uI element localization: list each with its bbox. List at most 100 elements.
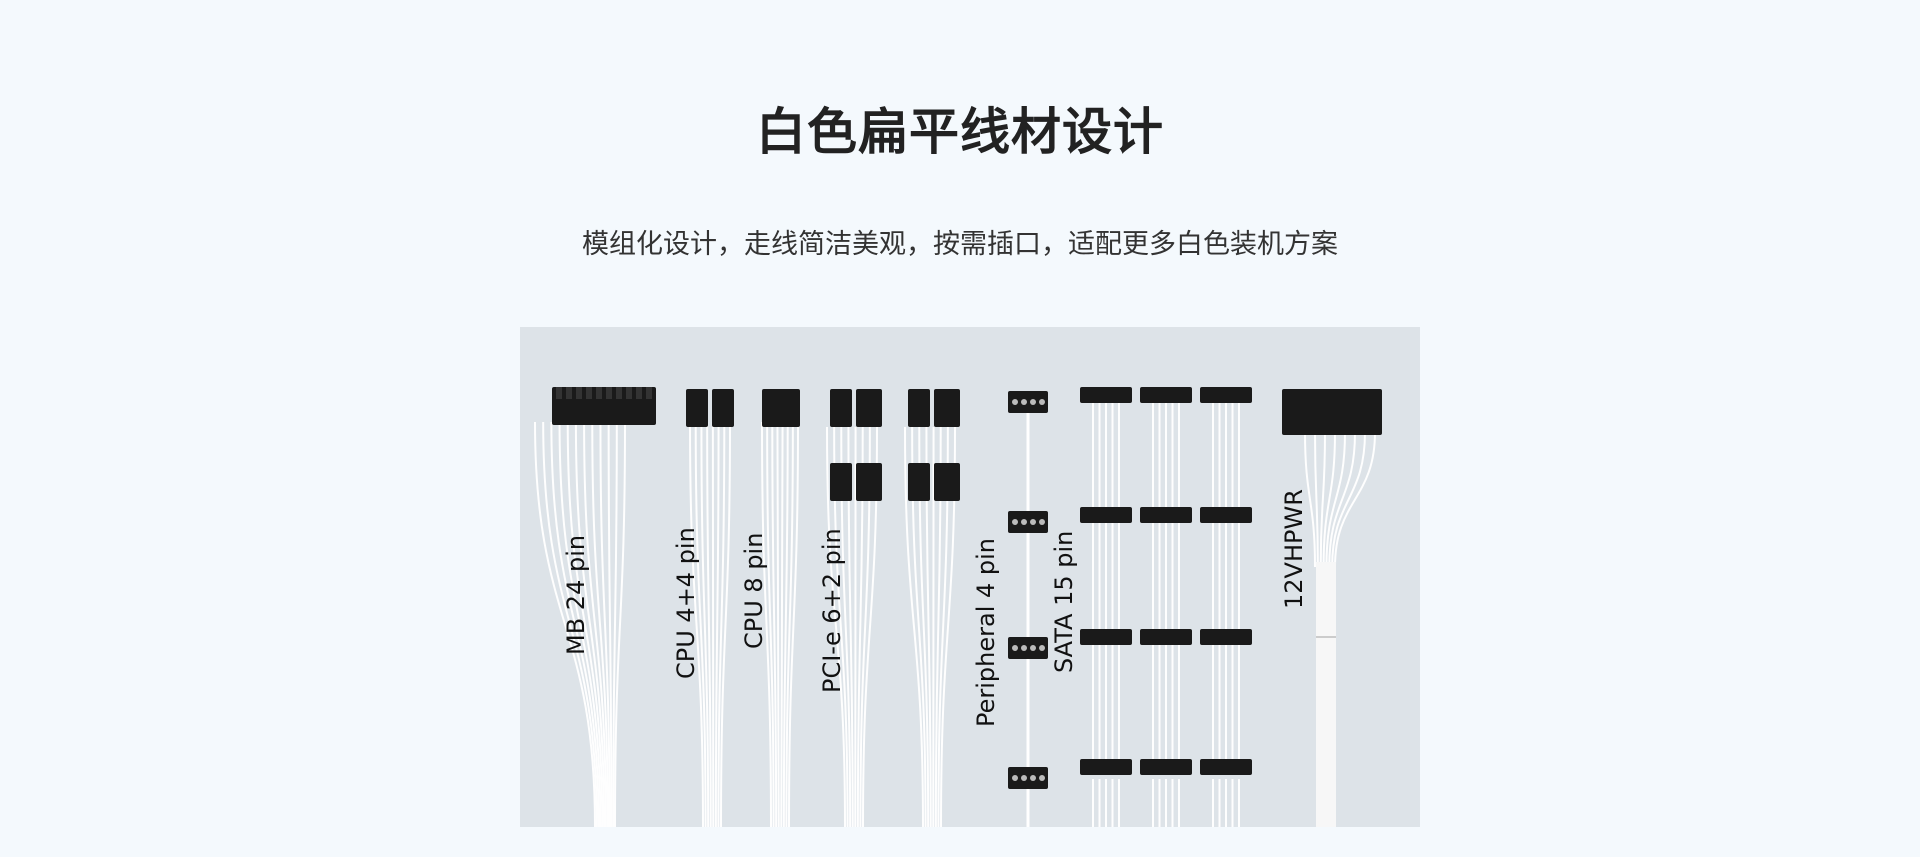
pin-hole <box>1039 645 1045 651</box>
wire <box>785 421 794 827</box>
sata-connector-icon <box>1140 507 1192 523</box>
wire <box>904 426 924 827</box>
pcie-connector-icon <box>908 389 930 427</box>
wire <box>720 421 731 827</box>
pcie-connector-icon <box>856 389 882 427</box>
wire <box>1322 431 1336 568</box>
12vhpwr-connector-icon <box>1282 389 1382 435</box>
wire <box>1325 431 1346 568</box>
pin-hole <box>1021 775 1027 781</box>
wire <box>788 421 799 827</box>
wire <box>612 421 618 827</box>
sata-connector-icon <box>1200 629 1252 645</box>
wire <box>1334 431 1376 568</box>
pin-hole <box>1030 775 1036 781</box>
pin-hole <box>1039 775 1045 781</box>
wire <box>826 426 846 827</box>
wire <box>717 421 726 827</box>
pin-slot <box>616 387 622 399</box>
sata-connector-icon <box>1200 507 1252 523</box>
pcie-connector-icon <box>934 463 960 501</box>
sata-connector-icon <box>1140 387 1192 403</box>
sata-connector-icon <box>1080 507 1132 523</box>
pin-slot <box>576 387 582 399</box>
wire <box>574 421 606 827</box>
cable-product-image: MB 24 pin CPU 4+4 pin CPU 8 pin PCI-e 6+… <box>520 327 1420 827</box>
pcie-connector-icon <box>856 463 882 501</box>
peripheral-connector-icon <box>1008 637 1048 659</box>
sata-connector-icon <box>1140 759 1192 775</box>
pin-slot <box>636 387 642 399</box>
sata-connector-icon <box>1200 759 1252 775</box>
pcie-connector-icon <box>934 389 960 427</box>
wire <box>706 421 712 827</box>
pin-hole <box>1021 399 1027 405</box>
wire <box>694 421 707 827</box>
wire <box>583 421 607 827</box>
pin-hole <box>1039 519 1045 525</box>
wire <box>558 421 602 827</box>
sata-connector-icon <box>1140 629 1192 645</box>
pin-slot <box>556 387 562 399</box>
cable-illustration <box>534 387 1382 827</box>
peripheral-connector-icon <box>1008 511 1048 533</box>
cpu-4pin-connector-icon <box>712 389 734 427</box>
cable-label-cpu-4-4pin: CPU 4+4 pin <box>672 527 700 679</box>
wire <box>599 421 611 827</box>
peripheral-connector-icon <box>1008 391 1048 413</box>
cpu-4pin-connector-icon <box>686 389 708 427</box>
wire <box>689 421 704 827</box>
cable-label-peripheral-4pin: Peripheral 4 pin <box>972 537 1000 727</box>
sata-connector-icon <box>1200 387 1252 403</box>
pin-slot <box>596 387 602 399</box>
wire <box>714 421 720 827</box>
wire <box>1319 431 1326 568</box>
pin-hole <box>1030 519 1036 525</box>
cable-label-pcie-6-2pin: PCI-e 6+2 pin <box>818 528 846 693</box>
wire <box>782 421 789 827</box>
cable-label-cpu-8pin: CPU 8 pin <box>740 532 768 649</box>
pin-hole <box>1012 645 1018 651</box>
wire <box>1314 431 1319 568</box>
pin-hole <box>1012 775 1018 781</box>
pin-slot <box>606 387 612 399</box>
wire <box>591 421 609 827</box>
sleeve <box>1316 562 1336 827</box>
wire <box>614 421 626 827</box>
pin-hole <box>1021 645 1027 651</box>
pin-slot <box>586 387 592 399</box>
pcie-connector-icon <box>908 463 930 501</box>
cable-label-12vhpwr: 12VHPWR <box>1280 489 1308 609</box>
pin-hole <box>1039 399 1045 405</box>
wire <box>1331 431 1366 568</box>
wire <box>700 421 710 827</box>
wire <box>776 421 780 827</box>
pin-slot <box>646 387 652 399</box>
page-subtitle: 模组化设计，走线简洁美观，按需插口，适配更多白色装机方案 <box>582 229 1338 260</box>
wire <box>771 421 778 827</box>
wire <box>550 421 600 827</box>
wire <box>607 421 613 827</box>
cable-label-mb-24pin: MB 24 pin <box>562 534 590 655</box>
pcie-connector-icon <box>830 463 852 501</box>
sata-connector-icon <box>1080 629 1132 645</box>
wire <box>766 421 775 827</box>
sata-connector-icon <box>1080 759 1132 775</box>
wire <box>1304 431 1316 568</box>
wire <box>1328 431 1356 568</box>
pin-hole <box>1012 519 1018 525</box>
pin-slot <box>626 387 632 399</box>
wire <box>534 421 596 827</box>
pin-hole <box>1030 645 1036 651</box>
wire <box>542 421 598 827</box>
sata-connector-icon <box>1080 387 1132 403</box>
wire <box>566 421 604 827</box>
pcie-connector-icon <box>830 389 852 427</box>
page-title: 白色扁平线材设计 <box>756 103 1164 161</box>
cable-label-sata-15pin: SATA 15 pin <box>1050 530 1078 673</box>
pin-hole <box>1021 519 1027 525</box>
pin-slot <box>566 387 572 399</box>
pin-hole <box>1012 399 1018 405</box>
cpu-8pin-connector-icon <box>762 389 800 427</box>
peripheral-connector-icon <box>1008 767 1048 789</box>
